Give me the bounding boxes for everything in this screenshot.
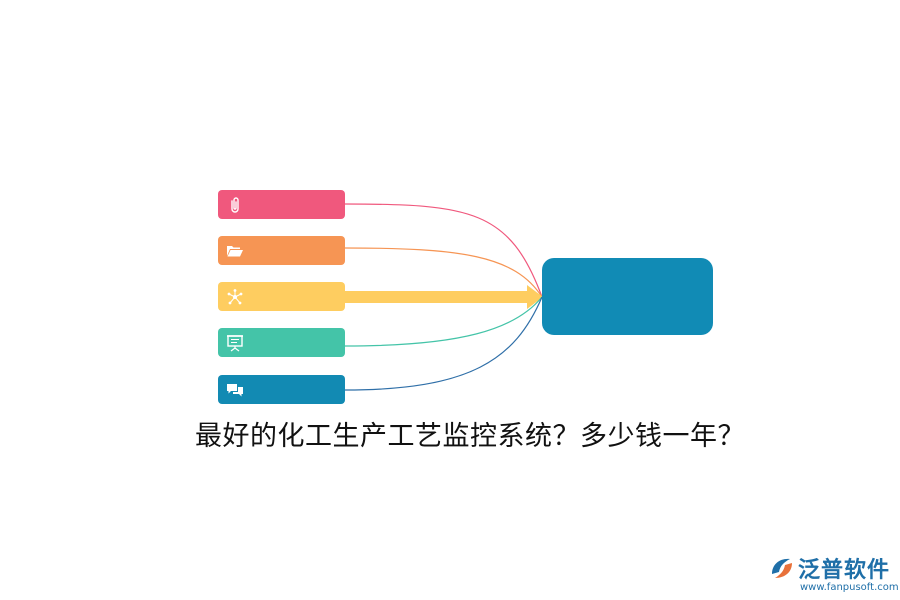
folder-open-icon <box>226 242 244 260</box>
connector-line-5 <box>344 296 543 391</box>
connector-line-1 <box>344 203 543 298</box>
connector-line-2 <box>344 247 543 298</box>
node-network <box>218 282 345 311</box>
central-hub-node <box>542 258 713 335</box>
node-presentation <box>218 328 345 357</box>
diagram-title: 最好的化工生产工艺监控系统？多少钱一年？ <box>195 421 745 452</box>
network-icon <box>226 288 244 306</box>
node-chat <box>218 375 345 404</box>
node-folder <box>218 236 345 265</box>
brand-name: 泛普软件 <box>798 558 891 583</box>
brand-url: www.fanpusoft.com <box>800 582 899 593</box>
connector-arrow-3 <box>345 285 543 309</box>
paperclip-icon <box>226 196 244 214</box>
connector-line-4 <box>344 296 543 347</box>
brand-logo-icon <box>772 558 792 578</box>
node-paperclip <box>218 190 345 219</box>
brand-watermark: 泛普软件 www.fanpusoft.com <box>768 552 899 596</box>
presentation-board-icon <box>226 334 244 352</box>
chat-bubbles-icon <box>226 381 244 399</box>
